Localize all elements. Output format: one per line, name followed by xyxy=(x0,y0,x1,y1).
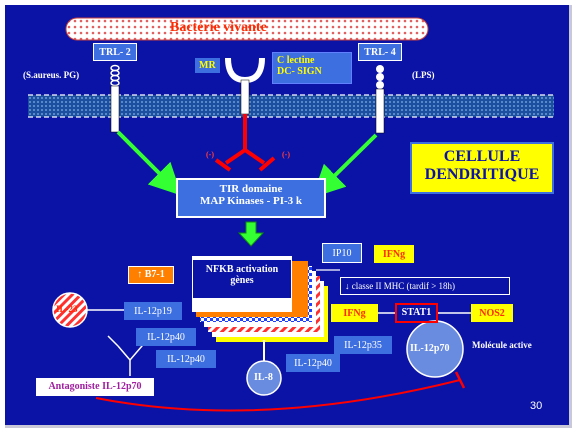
activation-arrow-left xyxy=(116,130,182,196)
inhibition-bar xyxy=(454,371,466,389)
page-number: 30 xyxy=(530,400,543,412)
il23-label: IL-23 xyxy=(56,304,78,314)
activation-arrow-right xyxy=(312,133,378,198)
cell-title-line2: DENDRITIQUE xyxy=(424,166,540,183)
mr-label: MR xyxy=(195,58,220,73)
ip10-box: IP10 xyxy=(322,243,362,263)
nfkb-line2: gènes xyxy=(230,275,254,286)
bacteria-label: Bactérie vivante xyxy=(170,20,267,35)
trl2-receptor xyxy=(110,64,120,133)
lps-label: (LPS) xyxy=(412,70,435,80)
il12p40-box-a: IL-12p40 xyxy=(136,328,196,346)
c-lectin-receptor xyxy=(214,57,276,172)
tir-line2: MAP Kinases - PI-3 k xyxy=(199,195,303,207)
antagonist-box: Antagoniste IL-12p70 xyxy=(36,378,154,396)
nfkb-box: NFKB activation gènes xyxy=(192,259,292,299)
il12p40-box-b: IL-12p40 xyxy=(156,350,216,368)
ifng-mid-box: IFNg xyxy=(331,304,378,322)
cell-membrane xyxy=(28,95,554,117)
lectin-box: C lectine DC- SIGN xyxy=(272,52,352,84)
stat1-box: STAT1 xyxy=(395,303,438,323)
nos2-box: NOS2 xyxy=(471,304,513,322)
cell-title-line1: CELLULE xyxy=(443,148,521,165)
mhc-box: ↓ classe II MHC (tardif > 18h) xyxy=(340,277,510,295)
trl4-label: TRL- 4 xyxy=(358,43,402,61)
tir-line1: TIR domaine xyxy=(219,183,283,195)
nfkb-line1: NFKB activation xyxy=(205,264,279,275)
il12p40-box-c: IL-12p40 xyxy=(286,354,340,372)
minus-right-label: (-) xyxy=(282,150,290,159)
saureus-label: (S.aureus. PG) xyxy=(23,70,80,80)
ifng-top-box: IFNg xyxy=(374,245,414,263)
trl2-label: TRL- 2 xyxy=(93,43,137,61)
molecule-label: Molécule active xyxy=(472,340,532,350)
down-arrow xyxy=(237,221,265,247)
il12p19-box: IL-12p19 xyxy=(124,302,182,320)
lectin-line2: DC- SIGN xyxy=(277,66,322,77)
il8-label: IL-8 xyxy=(254,372,273,383)
b71-box: ↑ B7-1 xyxy=(128,266,174,284)
minus-left-label: (-) xyxy=(206,150,214,159)
cell-title-box: CELLULE DENDRITIQUE xyxy=(410,142,554,194)
inhibition-curve xyxy=(95,379,461,412)
bacteria-bar xyxy=(65,17,429,41)
tir-box: TIR domaine MAP Kinases - PI-3 k xyxy=(176,178,326,218)
trl4-receptor xyxy=(375,65,385,134)
lectin-line1: C lectine xyxy=(277,55,315,66)
il12p70-label: IL-12p70 xyxy=(410,343,450,354)
il12p35-box: IL-12p35 xyxy=(334,336,392,354)
